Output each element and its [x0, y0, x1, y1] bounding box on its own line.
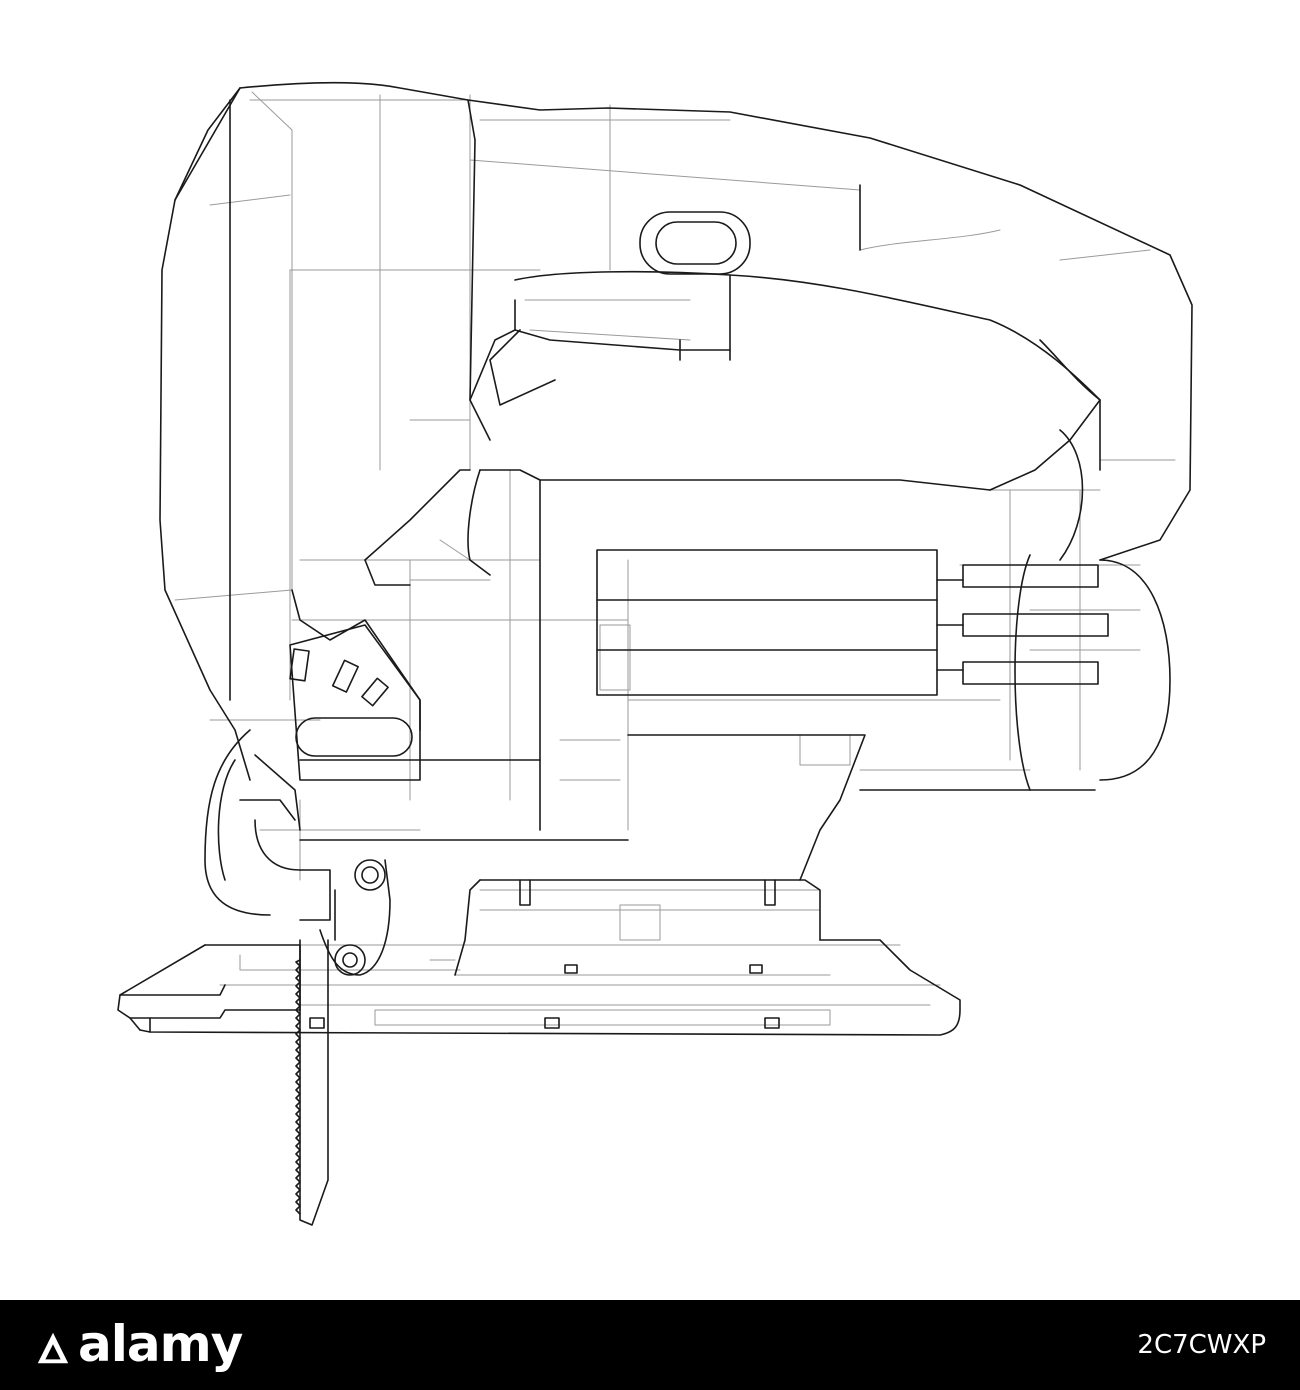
alamy-mark-icon	[37, 1332, 69, 1363]
footer-bar: alamy 2C7CWXP	[0, 1300, 1300, 1390]
jigsaw-drawing	[117, 81, 1193, 1226]
outline-lines	[117, 81, 1193, 1226]
image-id: 2C7CWXP	[1137, 1330, 1266, 1360]
jigsaw-wireframe	[117, 81, 1193, 1226]
hidden-lines	[174, 91, 1176, 1026]
logo-text: alamy	[78, 1315, 243, 1373]
brand-logo[interactable]: alamy	[34, 1314, 243, 1374]
